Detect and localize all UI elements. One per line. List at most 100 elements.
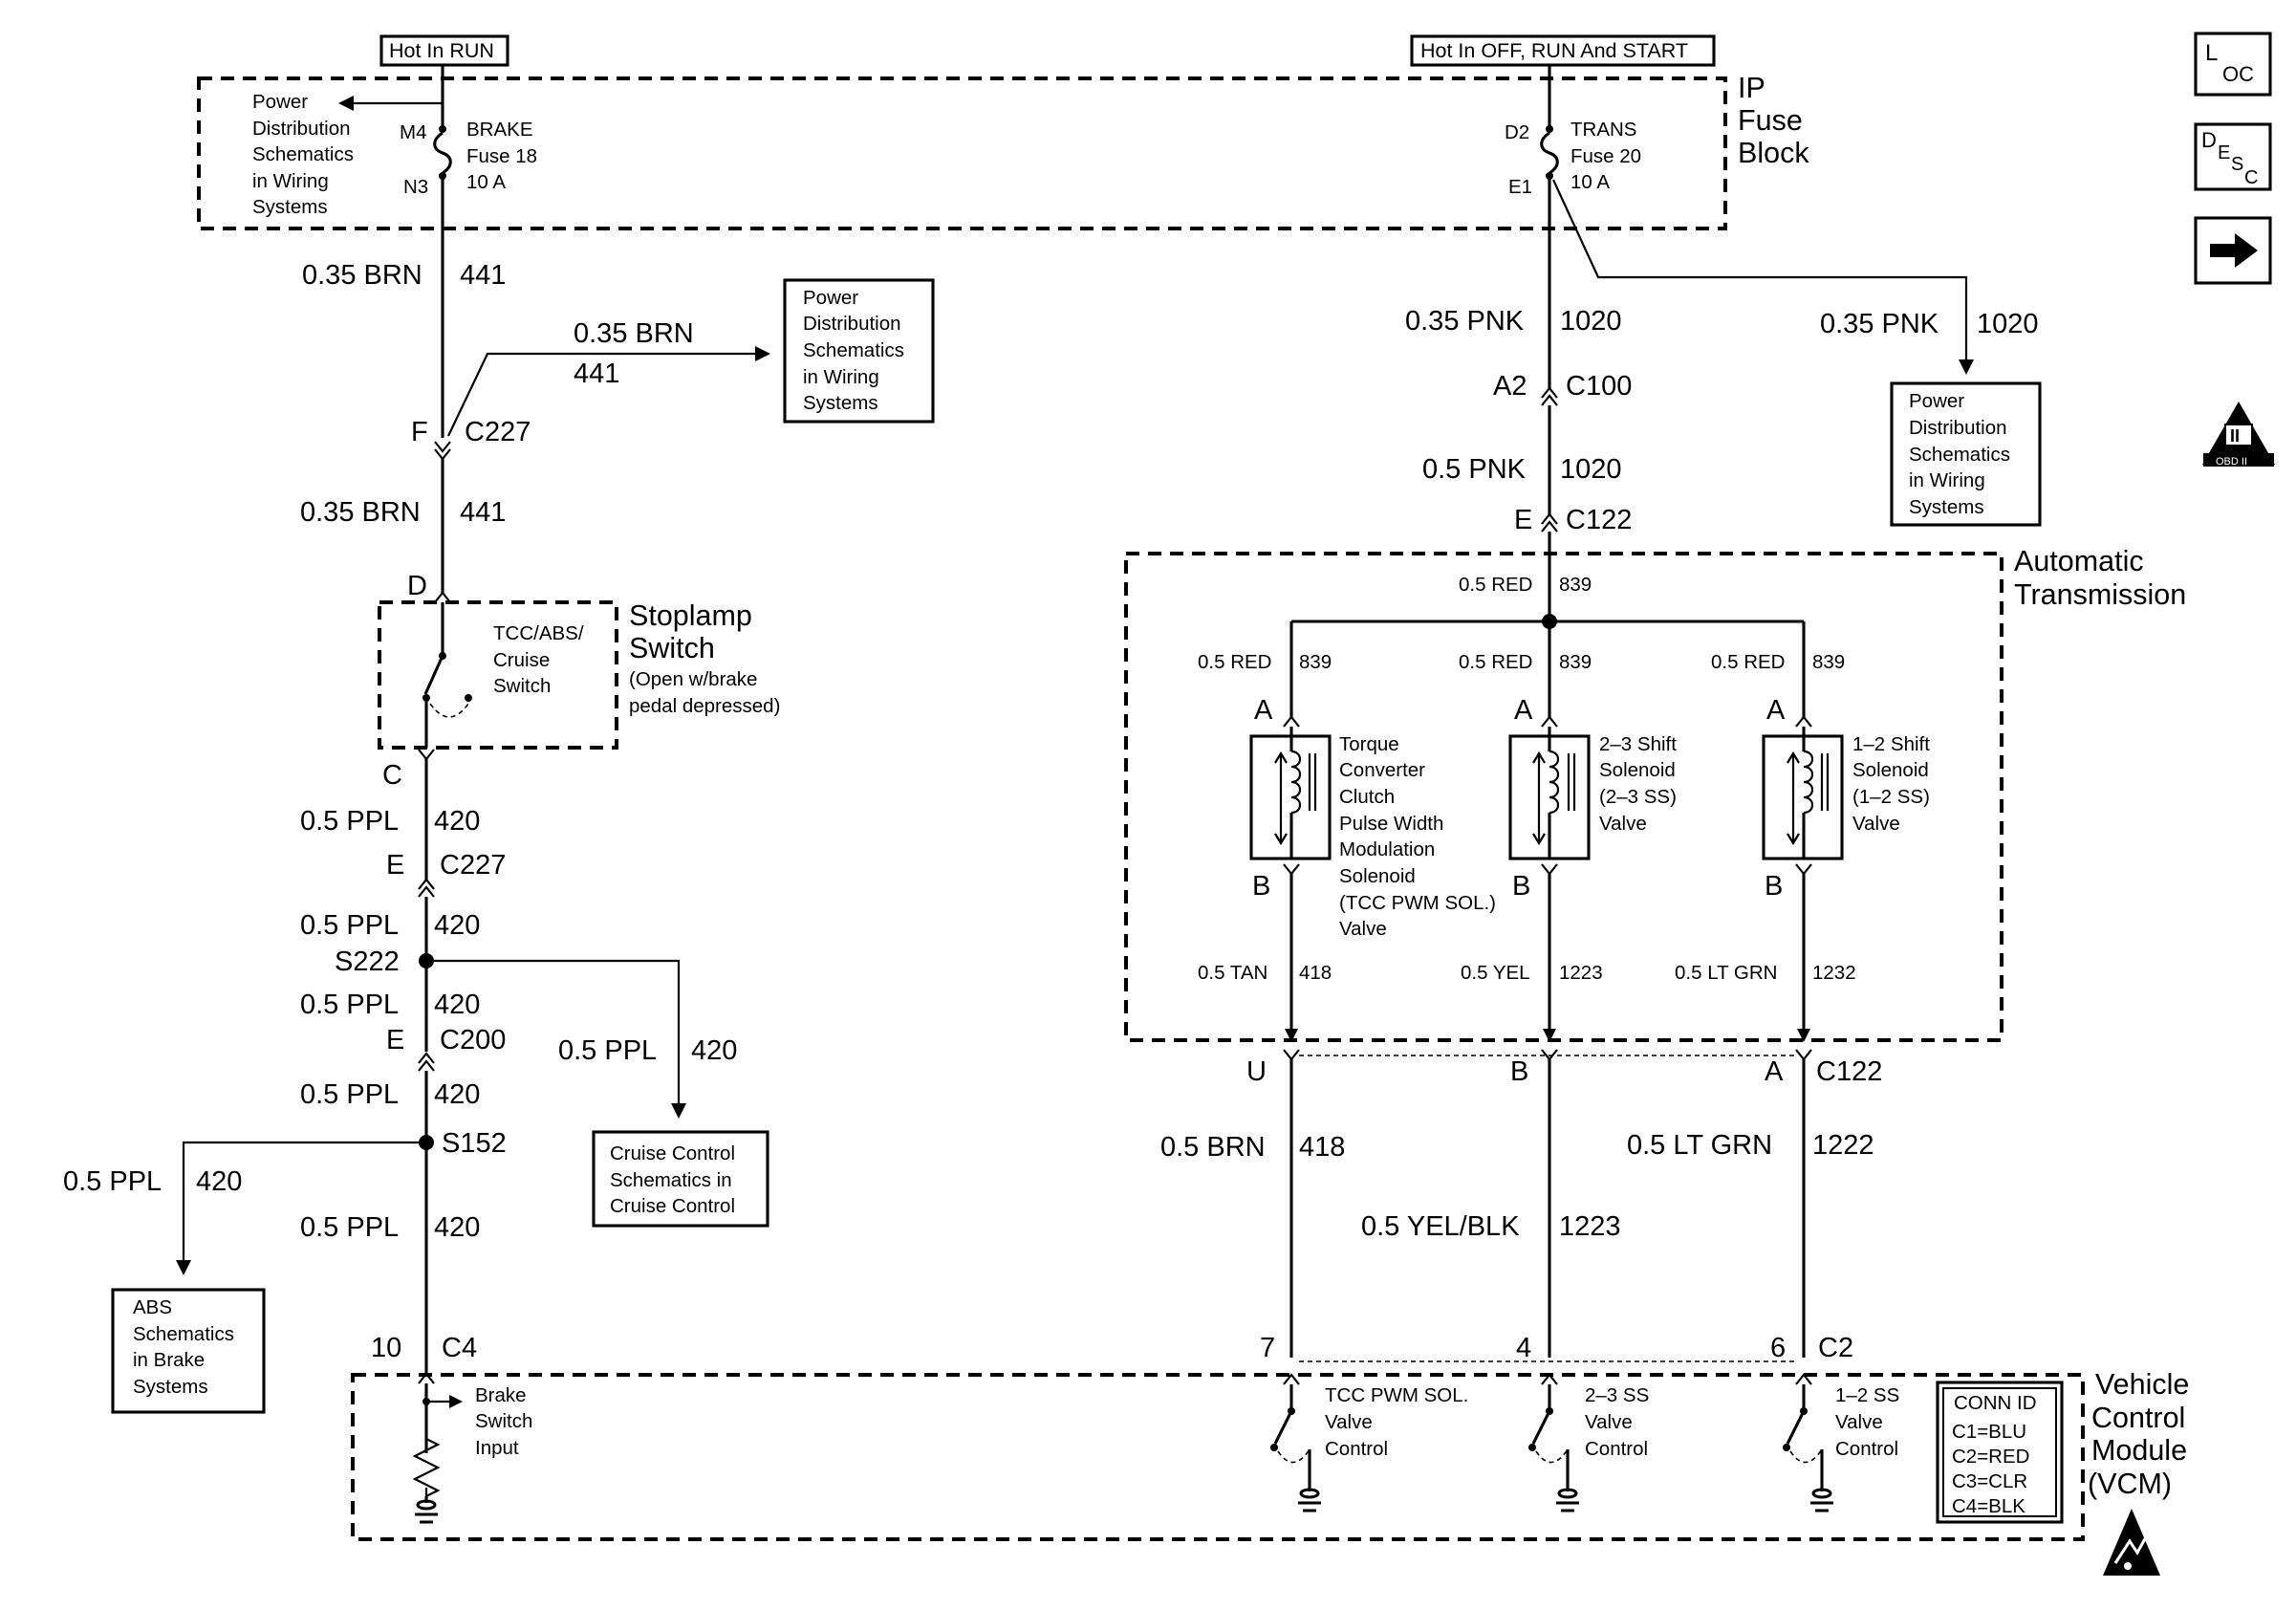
driver-12ss-blade [1786,1410,1806,1445]
location-button[interactable]: L OC [2194,32,2272,97]
brake-fuse-pin-m4-dot [439,125,446,133]
wire-418-vcm-circuit: 418 [1299,1132,1345,1163]
wire-1223-arrowhead [1543,1029,1556,1042]
abs-ref-box [111,1288,266,1414]
wire-420-b-gauge: 0.5 PPL [300,910,399,941]
c227-f-pin: F [411,417,428,447]
wire-1232-trans-gauge: 0.5 LT GRN [1675,962,1777,984]
solenoid-23ss-pin-a-connector [1541,715,1558,728]
solenoid-12ss-plunger-bottom [1787,833,1800,846]
ip-fuse-block-title-3: Block [1738,137,1809,169]
wire-420-e-circuit: 420 [434,1212,480,1243]
solenoid-23ss-coil-icon [1549,750,1560,815]
vcm-title-3: Module [2091,1434,2187,1467]
wire-420-abs-arrowhead [176,1260,191,1275]
power-dist-right-line-5: Systems [1909,496,1984,518]
solenoid-12ss-pin-a: A [1766,695,1786,726]
solenoid-tcc-label-6: Solenoid [1339,865,1416,887]
driver-12ss-label-3: Control [1835,1438,1898,1460]
next-page-button[interactable] [2194,216,2272,285]
solenoid-tcc-pin-b: B [1252,871,1270,902]
conn-id-c4: C4=BLK [1952,1495,2025,1517]
wire-441-branch-arrowhead [755,346,770,361]
solenoid-12ss-label-3: (1–2 SS) [1852,786,1930,808]
location-icon-suffix: OC [2222,62,2254,86]
stoplamp-switch-label-3: Switch [493,675,551,697]
trans-fuse-icon [1540,131,1559,175]
trans-fuse-name: TRANS [1570,119,1636,141]
wire-1223-vcm-gauge: 0.5 YEL/BLK [1361,1211,1520,1242]
cruise-ref-line-1: Cruise Control [610,1142,735,1164]
c227-f-name: C227 [465,417,531,447]
brake-fuse-number: Fuse 18 [466,145,537,167]
abs-ref-line-1: ABS [133,1296,172,1318]
driver-23ss-contact-bottom [1528,1444,1536,1451]
wire-441-branch-gauge: 0.35 BRN [574,318,694,349]
power-dist-top-arrowhead [338,96,354,111]
wire-839-b-circuit: 839 [1559,651,1592,673]
solenoid-23ss-label-2: Solenoid [1599,759,1676,781]
driver-tcc-label-1: TCC PWM SOL. [1325,1384,1468,1406]
wire-1020-upper-circuit: 1020 [1560,306,1622,337]
driver-12ss-connector [1795,1373,1812,1385]
solenoid-tcc-label-3: Clutch [1339,786,1395,808]
solenoid-12ss-pin-b-connector [1795,863,1812,876]
solenoid-tcc-pin-a-connector [1283,715,1300,728]
solenoid-12ss-label-2: Solenoid [1852,759,1929,781]
hot-in-off-run-start-label: Hot In OFF, RUN And START [1420,39,1688,62]
conn-id-title: CONN ID [1954,1392,2037,1414]
automatic-transmission-title-1: Automatic [2014,545,2144,577]
power-dist-top-line-5: Systems [252,196,328,218]
location-icon-frame [2194,32,2272,97]
wire-420-c-circuit: 420 [434,990,480,1020]
abs-ref-line-3: in Brake [133,1349,205,1371]
conn-id-c1: C1=BLU [1952,1421,2026,1443]
conn-id-c2: C2=RED [1952,1446,2029,1468]
obd-ii-label: OBD II [2216,456,2247,468]
stoplamp-d-connector [434,591,451,603]
hot-in-run-label-box [379,34,509,67]
power-dist-mid-line-5: Systems [803,392,878,414]
trans-fuse-number: Fuse 20 [1570,145,1641,167]
wire-420-cruise-gauge: 0.5 PPL [558,1035,657,1066]
brake-input-ground-icon [416,1499,437,1511]
cruise-ref-line-2: Schematics in [610,1169,732,1191]
power-dist-mid-line-4: in Wiring [803,366,879,388]
wire-420-a-circuit: 420 [434,806,480,837]
wire-1223-trans-circuit: 1223 [1559,962,1603,984]
wire-420-e-gauge: 0.5 PPL [300,1212,399,1243]
conn-id-c3: C3=CLR [1952,1470,2027,1492]
solenoid-tcc-plunger-bottom [1274,833,1288,846]
driver-12ss-ground-icon [1811,1488,1832,1499]
wire-418-arrowhead [1285,1029,1298,1042]
trans-fuse-pin-d2-dot [1546,125,1553,133]
wire-441-branch [447,352,755,437]
automatic-transmission-title-2: Transmission [2014,578,2186,611]
wire-420-c-gauge: 0.5 PPL [300,990,399,1020]
hot-in-off-run-start-label-box [1410,34,1716,67]
brake-fuse-pin-m4: M4 [400,121,426,143]
obd-ii-roman: II [2230,426,2240,446]
wire-1020-branch [1552,179,1968,359]
c200-e-connector [418,1052,435,1064]
solenoid-23ss-plunger-bottom [1532,833,1546,846]
solenoid-12ss-pin-a-connector [1795,715,1812,728]
driver-12ss-label-1: 1–2 SS [1835,1384,1899,1406]
c227-f-connector [434,441,451,453]
wire-1222-vcm-circuit: 1222 [1812,1130,1874,1161]
driver-tcc-blade [1273,1410,1293,1445]
solenoid-tcc-label-2: Converter [1339,759,1425,781]
wire-418-trans-gauge: 0.5 TAN [1198,962,1267,984]
abs-ref-line-2: Schematics [133,1323,234,1345]
wire-839-b-gauge: 0.5 RED [1459,651,1532,673]
stoplamp-switch-contact-open [465,694,472,702]
stoplamp-switch-outline [378,600,618,750]
c100-pin: A2 [1493,371,1527,402]
brake-input-label-3: Input [475,1437,519,1459]
c200-e-pin: E [386,1025,404,1055]
obd-ii-icon: II OBD II [2202,402,2275,468]
c2-pin-6: 6 [1770,1333,1786,1363]
description-button[interactable]: D E S C [2194,122,2272,191]
driver-23ss-linkage [1535,1448,1569,1464]
wire-420-d-gauge: 0.5 PPL [300,1079,399,1110]
